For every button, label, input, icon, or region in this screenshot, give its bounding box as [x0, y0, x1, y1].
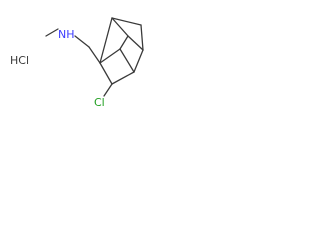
bond-ch2-c1 [88, 46, 101, 64]
bond-methyl-n [45, 28, 59, 37]
bond-n-ch2 [74, 35, 90, 48]
bond-c1-c2 [99, 62, 113, 85]
chemical-structure: NH Cl HCl [10, 17, 144, 109]
bond-c8-c5 [119, 35, 129, 50]
bond-c5-c6 [111, 17, 129, 37]
amine-nitrogen-label: NH [58, 28, 75, 41]
bond-c6-c7 [99, 17, 113, 64]
hydrochloride-label: HCl [10, 54, 29, 67]
bond-c2-cl [103, 83, 113, 97]
bond-c2-c3 [111, 71, 135, 85]
bond-c8-c3 [119, 48, 135, 73]
bond-c4-c5 [127, 35, 144, 51]
bond-c9-c4 [140, 24, 144, 51]
bond-c3-c4 [133, 49, 144, 73]
bond-c1-c8 [99, 48, 121, 64]
bond-c6-c9 [111, 17, 142, 26]
chlorine-label: Cl [94, 96, 105, 109]
